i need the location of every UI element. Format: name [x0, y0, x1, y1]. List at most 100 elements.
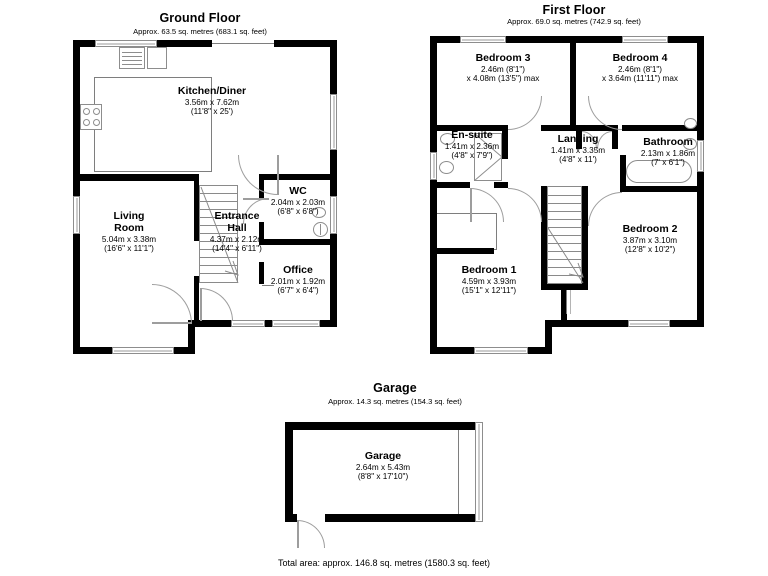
ff-door-swing-bed3: [508, 96, 542, 130]
garage-name: Garage: [364, 450, 402, 462]
kitchen-counter-right: [211, 77, 212, 172]
door-leaf-living: [152, 322, 192, 324]
ensuite-dim-metric: 1.41m x 2.36m: [444, 141, 500, 151]
ff-wall-ensuite-bottom-2: [494, 182, 508, 188]
ff-window-bed1: [474, 347, 528, 354]
ensuite-dim-imperial: (4'8" x 7'9"): [451, 150, 493, 160]
ff-wall-bed4-bottom: [622, 125, 704, 131]
ff-wall-bed1-top: [430, 248, 494, 254]
garage-wall-left: [285, 422, 293, 522]
kitchen-counter-bottom: [94, 171, 212, 172]
ff-wall-bed3-bed4: [570, 36, 576, 129]
ground-floor-title: Ground Floor: [159, 11, 241, 25]
wall-hall-wc-vertical-mid: [259, 222, 264, 244]
door-swing-front: [200, 288, 233, 321]
ff-window-bed3: [460, 36, 506, 43]
garage-dim-metric: 2.64m x 5.43m: [355, 462, 411, 472]
garage-dim-imperial: (8'8" x 17'10"): [357, 471, 409, 481]
wc-name: WC: [289, 185, 307, 197]
bedroom-2-name: Bedroom 2: [622, 223, 678, 235]
door-leaf-front: [200, 288, 202, 321]
ff-ensuite-shower-diagonals: [474, 133, 502, 181]
room-label-entrance-hall: Entrance Hall 4.37m x 2.12m (14'4" x 6'1…: [184, 210, 290, 253]
window-office-bottom: [272, 320, 320, 327]
first-floor-plan: First Floor Approx. 69.0 sq. metres (742…: [390, 0, 768, 370]
ground-floor-subtitle: Approx. 63.5 sq. metres (683.1 sq. feet): [133, 27, 267, 36]
ff-ensuite-basin: [440, 133, 455, 145]
window-living-left: [73, 196, 80, 234]
room-label-living-room: Living Room 5.04m x 3.38m (16'6" x 11'1"…: [76, 210, 182, 253]
ff-wall-bed1-bed2-divider: [561, 284, 567, 326]
living-room-dim-metric: 5.04m x 3.38m: [101, 234, 157, 244]
kitchen-diner-dim-metric: 3.56m x 7.62m: [184, 97, 240, 107]
ff-wall-step-vertical: [545, 320, 552, 354]
kitchen-appliance-oven: [147, 47, 167, 69]
ff-wall-landing-left: [541, 186, 547, 290]
window-living-bottom: [112, 347, 174, 354]
ff-wall-left: [430, 36, 437, 354]
stairs-direction-arrow: [200, 186, 239, 284]
kitchen-counter-run: [94, 77, 212, 78]
room-label-wc: WC 2.04m x 2.03m (6'8" x 6'8"): [252, 185, 344, 216]
window-kitchen-top: [95, 40, 157, 47]
garage-room-label: Garage 2.64m x 5.43m (8'8" x 17'10"): [325, 450, 441, 481]
entrance-hall-name-line1: Entrance: [214, 210, 260, 222]
wall-step-vertical: [188, 320, 195, 354]
sink-bowl-4: [93, 119, 100, 126]
room-label-kitchen-diner: Kitchen/Diner 3.56m x 7.62m (11'8" x 25'…: [156, 85, 268, 116]
ff-wall-bed3-bottom: [430, 125, 508, 131]
ff-bathroom-toilet: [684, 118, 697, 129]
garage-wall-top: [285, 422, 482, 430]
hob-line-1: [122, 52, 142, 53]
ff-wall-bottom-right: [545, 320, 704, 327]
ff-cupboard-right: [612, 125, 618, 149]
ff-window-bed4: [622, 36, 668, 43]
window-hall-bottom: [231, 320, 265, 327]
ff-door-swing-landing-bed1: [508, 188, 542, 222]
room-label-office: Office 2.01m x 1.92m (6'7" x 6'4"): [252, 264, 344, 295]
ff-room-label-bedroom-1: Bedroom 1 4.59m x 3.93m (15'1" x 12'11"): [434, 264, 544, 295]
sink-bowl-1: [83, 108, 90, 115]
wall-hall-office-vertical: [259, 262, 264, 284]
bedroom-3-dim-metric: 2.46m (8'1"): [480, 64, 526, 74]
ff-room-label-landing: Landing 1.41m x 3.35m (4'8" x 11'): [520, 133, 636, 164]
living-room-name-line1: Living: [113, 210, 145, 222]
landing-name: Landing: [557, 133, 599, 145]
ff-stairs: [547, 186, 582, 284]
garage-wall-bottom: [285, 514, 482, 522]
wall-hall-wc-divider: [259, 174, 337, 180]
wall-kitchen-living-divider: [73, 174, 199, 181]
kitchen-diner-dim-imperial: (11'8" x 25'): [190, 106, 234, 116]
ff-bathroom-bath: [626, 160, 692, 183]
ff-ensuite-toilet: [439, 161, 454, 174]
wall-hall-left-upper: [194, 174, 199, 241]
ff-door-line-bed1-2: [570, 290, 571, 314]
bathroom-name: Bathroom: [643, 136, 693, 148]
ff-door-swing-bathroom: [588, 192, 622, 226]
landing-dim-metric: 1.41m x 3.35m: [550, 145, 606, 155]
door-line-office: [262, 285, 274, 286]
garage-side-door-leaf: [297, 520, 299, 548]
entrance-hall-dim-imperial: (14'4" x 6'11"): [212, 243, 262, 253]
ff-stairs-direction-arrow: [547, 227, 584, 284]
garage-plan: Garage Approx. 14.3 sq. metres (154.3 sq…: [250, 375, 540, 548]
office-dim-metric: 2.01m x 1.92m: [270, 276, 326, 286]
wc-dim-imperial: (6'8" x 6'8"): [277, 206, 319, 216]
bathroom-dim-imperial: (7' x 6'1"): [651, 157, 685, 167]
ff-door-leaf-ensuite: [470, 188, 472, 222]
bedroom-4-dim-metric: 2.46m (8'1"): [617, 64, 663, 74]
ff-cupboard-top: [576, 125, 618, 131]
ff-wall-bathroom-bottom: [620, 186, 704, 192]
ff-wall-ensuite-bottom: [430, 182, 470, 188]
ff-room-label-ensuite: En-suite 1.41m x 2.36m (4'8" x 7'9"): [424, 129, 520, 160]
wall-right: [330, 40, 337, 327]
living-room-name-line2: Room: [114, 221, 144, 234]
bedroom-2-dim-metric: 3.87m x 3.10m: [622, 235, 678, 245]
ground-floor-plan: Ground Floor Approx. 63.5 sq. metres (68…: [0, 0, 400, 370]
ff-door-line-bed1: [566, 290, 567, 314]
office-name: Office: [283, 264, 313, 276]
total-area-text: Total area: approx. 146.8 sq. metres (15…: [277, 558, 491, 568]
opening-line-diner-top: [212, 43, 274, 44]
ff-window-bed2: [628, 320, 670, 327]
wall-top: [73, 40, 337, 47]
